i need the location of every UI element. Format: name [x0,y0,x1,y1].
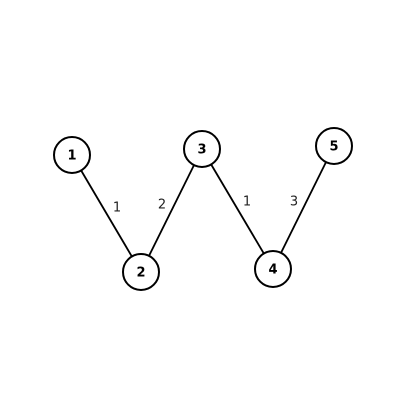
node-2[interactable]: 2 [122,253,160,291]
node-5[interactable]: 5 [315,127,353,165]
edge-weight-4-5: 3 [290,195,298,210]
node-4[interactable]: 4 [254,250,292,288]
node-5-label: 5 [329,140,338,155]
edges-layer [71,145,335,273]
edge-2-3 [140,148,203,273]
edge-weight-1-2: 1 [113,201,121,216]
node-1[interactable]: 1 [53,136,91,174]
node-1-circle [53,136,91,174]
edge-labels-layer: 1 2 1 3 [113,195,298,216]
node-1-label: 1 [67,149,76,164]
node-3[interactable]: 3 [183,130,221,168]
node-3-circle [183,130,221,168]
edge-weight-3-4: 1 [243,195,251,210]
node-4-circle [254,250,292,288]
node-2-label: 2 [136,266,145,281]
edge-weight-2-3: 2 [158,198,166,213]
node-4-label: 4 [268,263,277,278]
node-2-circle [122,253,160,291]
edge-4-5 [272,145,335,270]
edge-3-4 [201,148,274,270]
nodes-layer: 1 2 3 4 5 [53,127,353,291]
node-5-circle [315,127,353,165]
edge-1-2 [71,154,142,273]
node-3-label: 3 [197,143,206,158]
